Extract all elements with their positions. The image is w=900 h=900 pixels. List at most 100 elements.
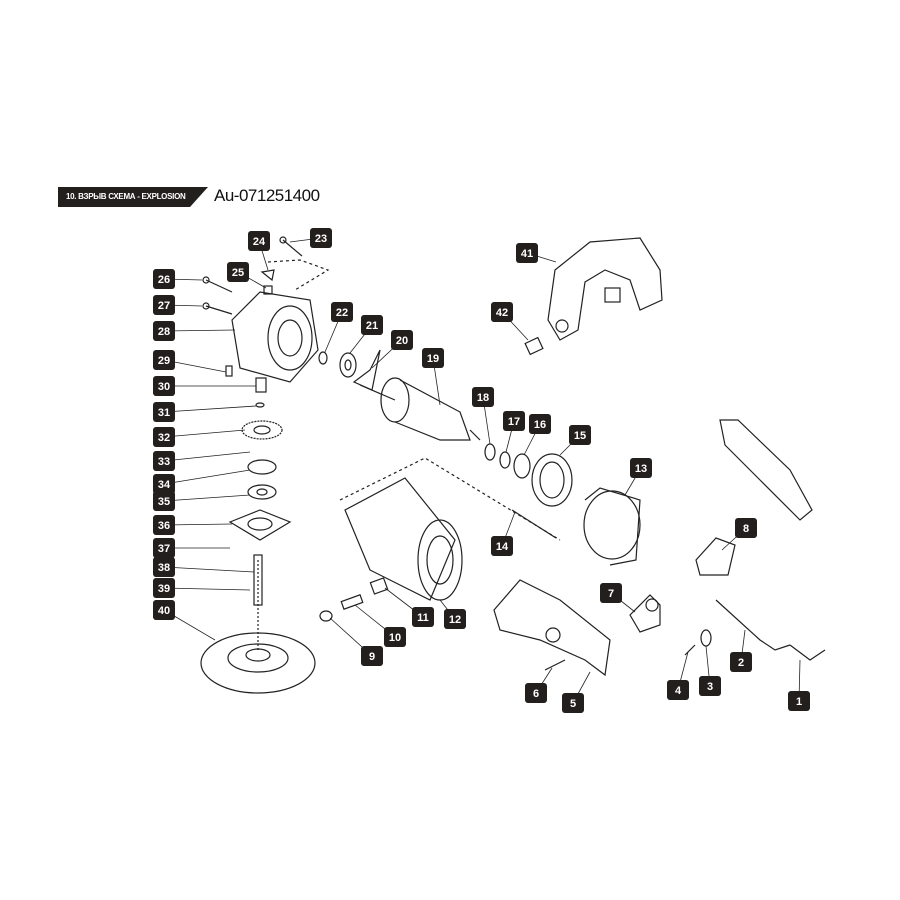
leader-line	[163, 429, 246, 438]
part-label-24: 24	[248, 231, 270, 251]
part-label-14: 14	[491, 536, 513, 556]
section-title-banner: 10. ВЗРЫВ СХЕМА - EXPLOSION SCHEME	[58, 187, 208, 207]
part-label-5: 5	[562, 693, 584, 713]
label-box	[569, 425, 591, 445]
label-box	[525, 683, 547, 703]
label-box	[384, 627, 406, 647]
label-number: 38	[158, 562, 170, 574]
label-number: 37	[158, 543, 170, 555]
label-box	[422, 348, 444, 368]
label-box	[153, 491, 175, 511]
label-box	[153, 474, 175, 494]
label-box	[153, 321, 175, 341]
label-box	[516, 243, 538, 263]
label-number: 24	[253, 236, 266, 248]
part-label-29: 29	[153, 350, 175, 370]
part-label-34: 34	[153, 474, 175, 494]
label-number: 14	[496, 541, 509, 553]
label-number: 4	[675, 685, 682, 697]
label-number: 27	[158, 300, 170, 312]
label-box	[412, 607, 434, 627]
part-label-11: 11	[412, 607, 434, 627]
label-number: 22	[336, 307, 348, 319]
part-plug	[789, 644, 826, 661]
label-box	[153, 402, 175, 422]
part-rear-handle	[493, 579, 611, 677]
part-label-41: 41	[516, 243, 538, 263]
label-box	[248, 231, 270, 251]
leader-line	[163, 329, 236, 332]
label-number: 12	[449, 614, 461, 626]
label-number: 9	[369, 651, 375, 663]
label-box	[391, 330, 413, 350]
label-box	[331, 302, 353, 322]
label-box	[491, 536, 513, 556]
label-number: 30	[158, 381, 170, 393]
leader-line	[163, 587, 251, 591]
part-baffle	[531, 453, 573, 507]
label-box	[153, 376, 175, 396]
parts-drawing	[200, 236, 826, 694]
label-box	[529, 414, 551, 434]
part-stator	[583, 487, 641, 566]
label-number: 25	[232, 267, 244, 279]
part-label-17: 17	[503, 411, 525, 431]
label-number: 23	[315, 233, 327, 245]
label-box	[361, 315, 383, 335]
label-number: 5	[570, 698, 576, 710]
leader-line	[163, 566, 255, 573]
part-label-19: 19	[422, 348, 444, 368]
part-bevel-gear	[241, 420, 283, 440]
label-box	[735, 518, 757, 538]
model-number: Au-071251400	[214, 186, 320, 205]
part-label-12: 12	[444, 609, 466, 629]
label-number: 15	[574, 430, 586, 442]
label-number: 35	[158, 496, 170, 508]
part-label-18: 18	[472, 387, 494, 407]
part-label-9: 9	[361, 646, 383, 666]
part-label-15: 15	[569, 425, 591, 445]
part-label-30: 30	[153, 376, 175, 396]
part-label-7: 7	[600, 583, 622, 603]
part-label-31: 31	[153, 402, 175, 422]
label-box	[153, 578, 175, 598]
part-label-40: 40	[153, 600, 175, 620]
part-label-16: 16	[529, 414, 551, 434]
part-label-39: 39	[153, 578, 175, 598]
label-number: 39	[158, 583, 170, 595]
leader-line	[163, 405, 257, 413]
label-box	[600, 583, 622, 603]
part-label-4: 4	[667, 680, 689, 700]
label-box	[153, 295, 175, 315]
label-number: 7	[608, 588, 614, 600]
part-label-22: 22	[331, 302, 353, 322]
label-number: 19	[427, 353, 439, 365]
part-label-33: 33	[153, 451, 175, 471]
label-box	[153, 350, 175, 370]
leader-line	[163, 469, 251, 485]
part-label-37: 37	[153, 538, 175, 558]
part-label-20: 20	[391, 330, 413, 350]
label-number: 18	[477, 392, 489, 404]
part-label-38: 38	[153, 557, 175, 577]
label-box	[444, 609, 466, 629]
label-number: 20	[396, 335, 408, 347]
label-box	[227, 262, 249, 282]
part-cord-guard	[715, 599, 791, 651]
label-box	[699, 676, 721, 696]
part-label-3: 3	[699, 676, 721, 696]
label-number: 29	[158, 355, 170, 367]
part-bearing-cover	[228, 509, 292, 541]
label-box	[788, 691, 810, 711]
label-box	[153, 557, 175, 577]
label-number: 32	[158, 432, 170, 444]
part-label-27: 27	[153, 295, 175, 315]
part-motor-housing	[339, 457, 561, 601]
label-number: 42	[496, 307, 508, 319]
label-box	[472, 387, 494, 407]
label-number: 33	[158, 456, 170, 468]
label-box	[562, 693, 584, 713]
part-gear-housing	[231, 291, 319, 383]
